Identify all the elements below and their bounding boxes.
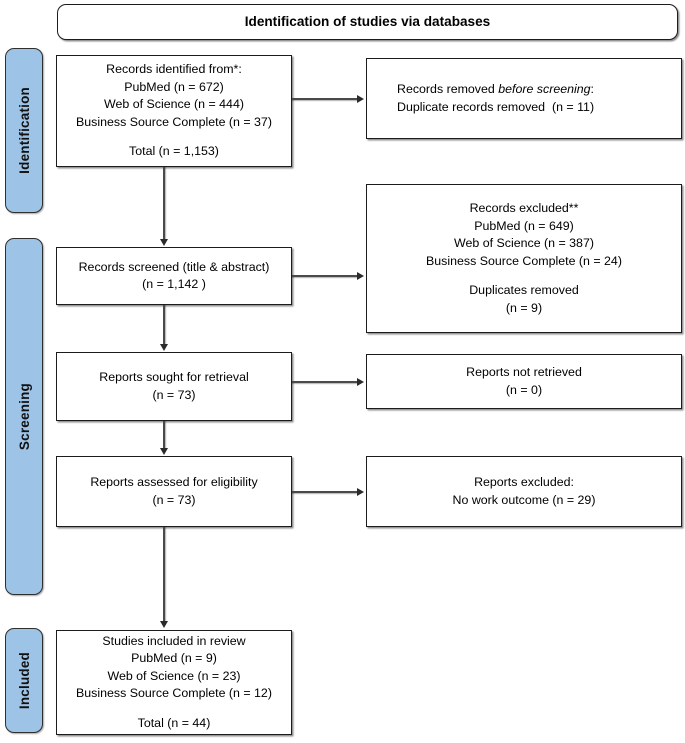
arrowhead-assessed-to-excluded: [357, 487, 364, 496]
connector-sought-to-not-retrieved: [292, 381, 358, 383]
reports-excluded-line-1: Reports excluded:: [474, 475, 574, 489]
stage-pill-included: Included: [5, 628, 43, 733]
studies-included-line-3: Web of Science (n = 23): [107, 668, 241, 683]
records-identified-line-2: PubMed (n = 672): [124, 79, 224, 94]
records-screened-line-1: Records screened (title & abstract): [78, 259, 270, 274]
records-identified-spacer: [64, 131, 284, 143]
studies-included-line-4: Business Source Complete (n = 12): [76, 686, 272, 701]
arrowhead-sought-to-assessed: [159, 448, 168, 455]
reports-sought-lines: Reports sought for retrieval (n = 73): [57, 369, 291, 404]
box-reports-not-retrieved: Reports not retrieved (n = 0): [366, 354, 682, 409]
stage-pill-identification: Identification: [5, 48, 43, 213]
records-excluded-spacer: [374, 270, 674, 282]
page-title: Identification of studies via databases: [244, 14, 491, 30]
reports-not-retrieved-line-1: Reports not retrieved: [466, 365, 582, 379]
records-removed-line-2: Duplicate records removed (n = 11): [397, 99, 595, 114]
studies-included-total: Total (n = 44): [137, 715, 211, 730]
connector-screened-to-excluded: [292, 275, 358, 277]
box-reports-excluded: Reports excluded: No work outcome (n = 2…: [366, 456, 682, 527]
records-excluded-lines: Records excluded** PubMed (n = 649) Web …: [367, 200, 681, 317]
records-excluded-line-7: (n = 9): [505, 300, 543, 315]
connector-screened-to-sought: [163, 305, 165, 345]
diagram-title-box: Identification of studies via databases: [57, 4, 678, 40]
records-identified-line-4: Business Source Complete (n = 37): [76, 114, 272, 129]
records-identified-total: Total (n = 1,153): [129, 144, 219, 159]
reports-sought-line-1: Reports sought for retrieval: [99, 370, 249, 384]
studies-included-line-1: Studies included in review: [102, 633, 246, 648]
stage-pill-screening: Screening: [5, 238, 43, 595]
connector-identified-to-removed: [292, 98, 358, 100]
arrowhead-assessed-to-included: [159, 621, 168, 628]
records-identified-line-1: Records identified from*:: [106, 62, 242, 77]
box-records-removed: Records removed before screening: Duplic…: [366, 58, 682, 139]
records-removed-lines: Records removed before screening: Duplic…: [367, 81, 681, 116]
connector-assessed-to-excluded: [292, 491, 358, 493]
records-screened-lines: Records screened (title & abstract) (n =…: [57, 259, 291, 294]
studies-included-line-2: PubMed (n = 9): [131, 651, 217, 666]
stage-label-identification: Identification: [16, 87, 32, 174]
connector-assessed-to-included: [163, 527, 165, 622]
arrowhead-screened-to-sought: [159, 344, 168, 351]
arrowhead-screened-to-excluded: [357, 271, 364, 280]
reports-sought-line-2: (n = 73): [152, 387, 196, 402]
reports-assessed-line-2: (n = 73): [152, 492, 196, 507]
arrowhead-identified-to-screened: [159, 239, 168, 246]
studies-included-lines: Studies included in review PubMed (n = 9…: [57, 633, 291, 733]
records-removed-line-1-pre: Records removed: [397, 82, 499, 96]
records-excluded-line-4: Business Source Complete (n = 24): [426, 253, 622, 268]
reports-not-retrieved-line-2: (n = 0): [505, 382, 543, 397]
records-identified-line-3: Web of Science (n = 444): [104, 97, 244, 112]
records-excluded-line-6: Duplicates removed: [469, 283, 579, 297]
connector-identified-to-screened: [163, 167, 165, 240]
records-excluded-line-2: PubMed (n = 649): [474, 218, 574, 233]
arrowhead-identified-to-removed: [357, 94, 364, 103]
stage-label-screening: Screening: [16, 382, 32, 451]
records-removed-line-1: Records removed before screening:: [397, 81, 674, 99]
records-removed-line-1-post: :: [590, 82, 594, 96]
records-excluded-line-1: Records excluded**: [469, 201, 579, 215]
box-records-identified: Records identified from*: PubMed (n = 67…: [56, 55, 292, 167]
box-records-screened: Records screened (title & abstract) (n =…: [56, 247, 292, 305]
studies-included-spacer: [64, 703, 284, 715]
box-records-excluded: Records excluded** PubMed (n = 649) Web …: [366, 184, 682, 333]
arrowhead-sought-to-not-retrieved: [357, 377, 364, 386]
reports-excluded-line-2: No work outcome (n = 29): [452, 492, 596, 507]
records-removed-line-1-italic: before screening: [498, 82, 591, 96]
box-reports-assessed: Reports assessed for eligibility (n = 73…: [56, 456, 292, 527]
records-identified-lines: Records identified from*: PubMed (n = 67…: [57, 61, 291, 161]
reports-assessed-lines: Reports assessed for eligibility (n = 73…: [57, 474, 291, 509]
box-studies-included: Studies included in review PubMed (n = 9…: [56, 630, 292, 735]
records-screened-line-2: (n = 1,142 ): [142, 277, 206, 291]
reports-assessed-line-1: Reports assessed for eligibility: [90, 475, 258, 489]
reports-excluded-lines: Reports excluded: No work outcome (n = 2…: [367, 474, 681, 509]
stage-label-included: Included: [16, 651, 32, 710]
connector-sought-to-assessed: [163, 421, 165, 449]
diagram-title-lines: Identification of studies via databases: [58, 13, 677, 31]
box-reports-sought: Reports sought for retrieval (n = 73): [56, 352, 292, 421]
records-excluded-line-3: Web of Science (n = 387): [454, 236, 594, 250]
reports-not-retrieved-lines: Reports not retrieved (n = 0): [367, 364, 681, 399]
